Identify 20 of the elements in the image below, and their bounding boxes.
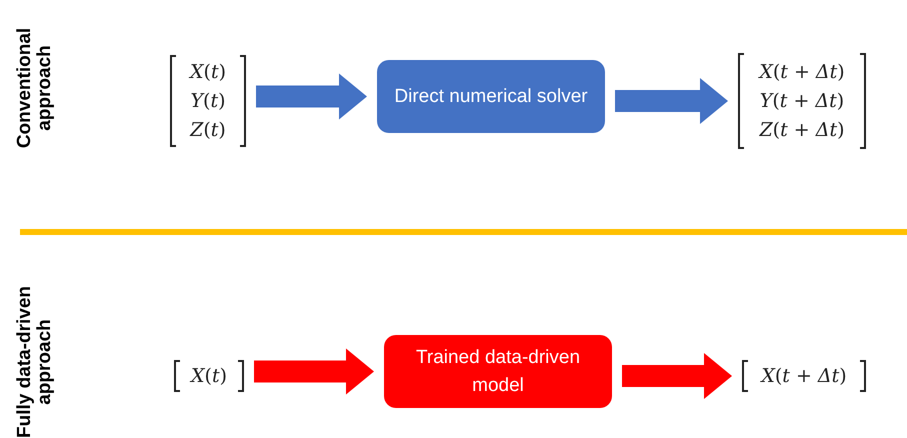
vector-entry: X(t) [190,60,226,84]
process-box: Direct numerical solver [377,60,605,133]
row-label: Conventional approach [15,26,55,150]
vector-entry: X(t + Δt) [761,364,847,388]
block-arrow [615,78,728,124]
block-arrow [254,348,374,394]
process-box: Trained data-driven model [384,335,612,408]
vector-entry: Y(t + Δt) [760,88,844,114]
block-arrow [256,74,367,120]
block-arrow [622,353,732,399]
row-label: Fully data-driven approach [15,284,55,438]
vector-entry: Z(t + Δt) [759,118,845,142]
state-vector [742,360,866,392]
state-vector [170,55,246,147]
vector-entry: Z(t) [190,118,226,142]
vector-entry: X(t + Δt) [759,60,845,84]
vector-entry: X(t) [190,364,227,388]
state-vector [738,53,866,149]
state-vector [174,360,244,392]
vector-entry: Y(t) [190,88,226,114]
